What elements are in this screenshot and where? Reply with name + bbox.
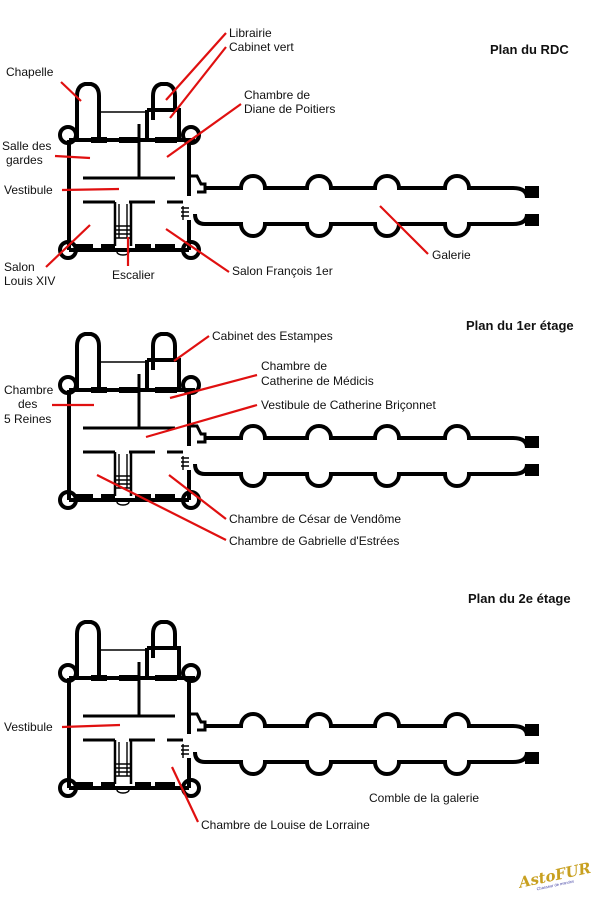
label-vestibule: Vestibule: [4, 720, 53, 734]
label-chambre-diane-2: Diane de Poitiers: [244, 102, 335, 116]
label-escalier: Escalier: [112, 268, 155, 282]
plan-rdc: Plan du RDC Librairie Cabinet vert Chape…: [2, 26, 569, 288]
label-cabinet-vert: Cabinet vert: [229, 40, 294, 54]
leader-librairie: [165, 32, 227, 101]
label-comble-galerie: Comble de la galerie: [369, 791, 479, 805]
leader-salon-louis: [45, 224, 91, 268]
label-chambre-catherine-2: Catherine de Médicis: [261, 374, 374, 388]
plan-title: Plan du 1er étage: [466, 318, 574, 333]
label-cabinet-estampes: Cabinet des Estampes: [212, 329, 333, 343]
leader-salle-gardes: [54, 154, 91, 160]
plan-2e-etage: Plan du 2e étage Vestibule Comble de la …: [4, 591, 571, 832]
leader-vestibule-briconnet: [145, 403, 258, 439]
plan-title: Plan du 2e étage: [468, 591, 571, 606]
label-chambre-reines-3: 5 Reines: [4, 412, 51, 426]
watermark-logo: AstoFUR Chasseur de manoirs: [515, 859, 592, 892]
label-chambre-reines-1: Chambre: [4, 383, 54, 397]
leader-vestibule: [61, 187, 120, 192]
label-vestibule-briconnet: Vestibule de Catherine Briçonnet: [261, 398, 436, 412]
leader-cabinet-estampes: [173, 335, 210, 362]
label-chambre-cesar: Chambre de César de Vendôme: [229, 512, 401, 526]
label-chambre-reines-2: des: [18, 397, 37, 411]
leader-chambre-cesar: [168, 474, 227, 520]
leader-galerie: [379, 205, 429, 255]
leader-chapelle: [60, 81, 82, 102]
plan-1er-etage: Plan du 1er étage Cabinet des Estampes C…: [4, 318, 574, 548]
floor-plan-2e-etage: [58, 620, 541, 798]
label-salon-louis-1: Salon: [4, 260, 35, 274]
leader-salon-francois: [165, 228, 230, 273]
label-salon-louis-2: Louis XIV: [4, 274, 55, 288]
label-chambre-catherine-1: Chambre de: [261, 359, 327, 373]
label-chambre-diane-1: Chambre de: [244, 88, 310, 102]
leader-chambre-diane: [166, 103, 242, 158]
label-chambre-louise: Chambre de Louise de Lorraine: [201, 818, 370, 832]
leader-vestibule: [61, 723, 121, 729]
label-galerie: Galerie: [432, 248, 471, 262]
label-salle-gardes-1: Salle des: [2, 139, 51, 153]
label-salon-francois: Salon François 1er: [232, 264, 333, 278]
leader-cabinet-vert: [169, 46, 227, 119]
label-librairie: Librairie: [229, 26, 272, 40]
label-chambre-gabrielle: Chambre de Gabrielle d'Estrées: [229, 534, 399, 548]
leader-chambre-gabrielle: [96, 474, 227, 541]
label-salle-gardes-2: gardes: [6, 153, 43, 167]
label-chapelle: Chapelle: [6, 65, 54, 79]
leader-chambre-catherine: [169, 373, 258, 400]
leader-chambre-louise: [171, 766, 199, 823]
plan-title: Plan du RDC: [490, 42, 569, 57]
label-vestibule: Vestibule: [4, 183, 53, 197]
